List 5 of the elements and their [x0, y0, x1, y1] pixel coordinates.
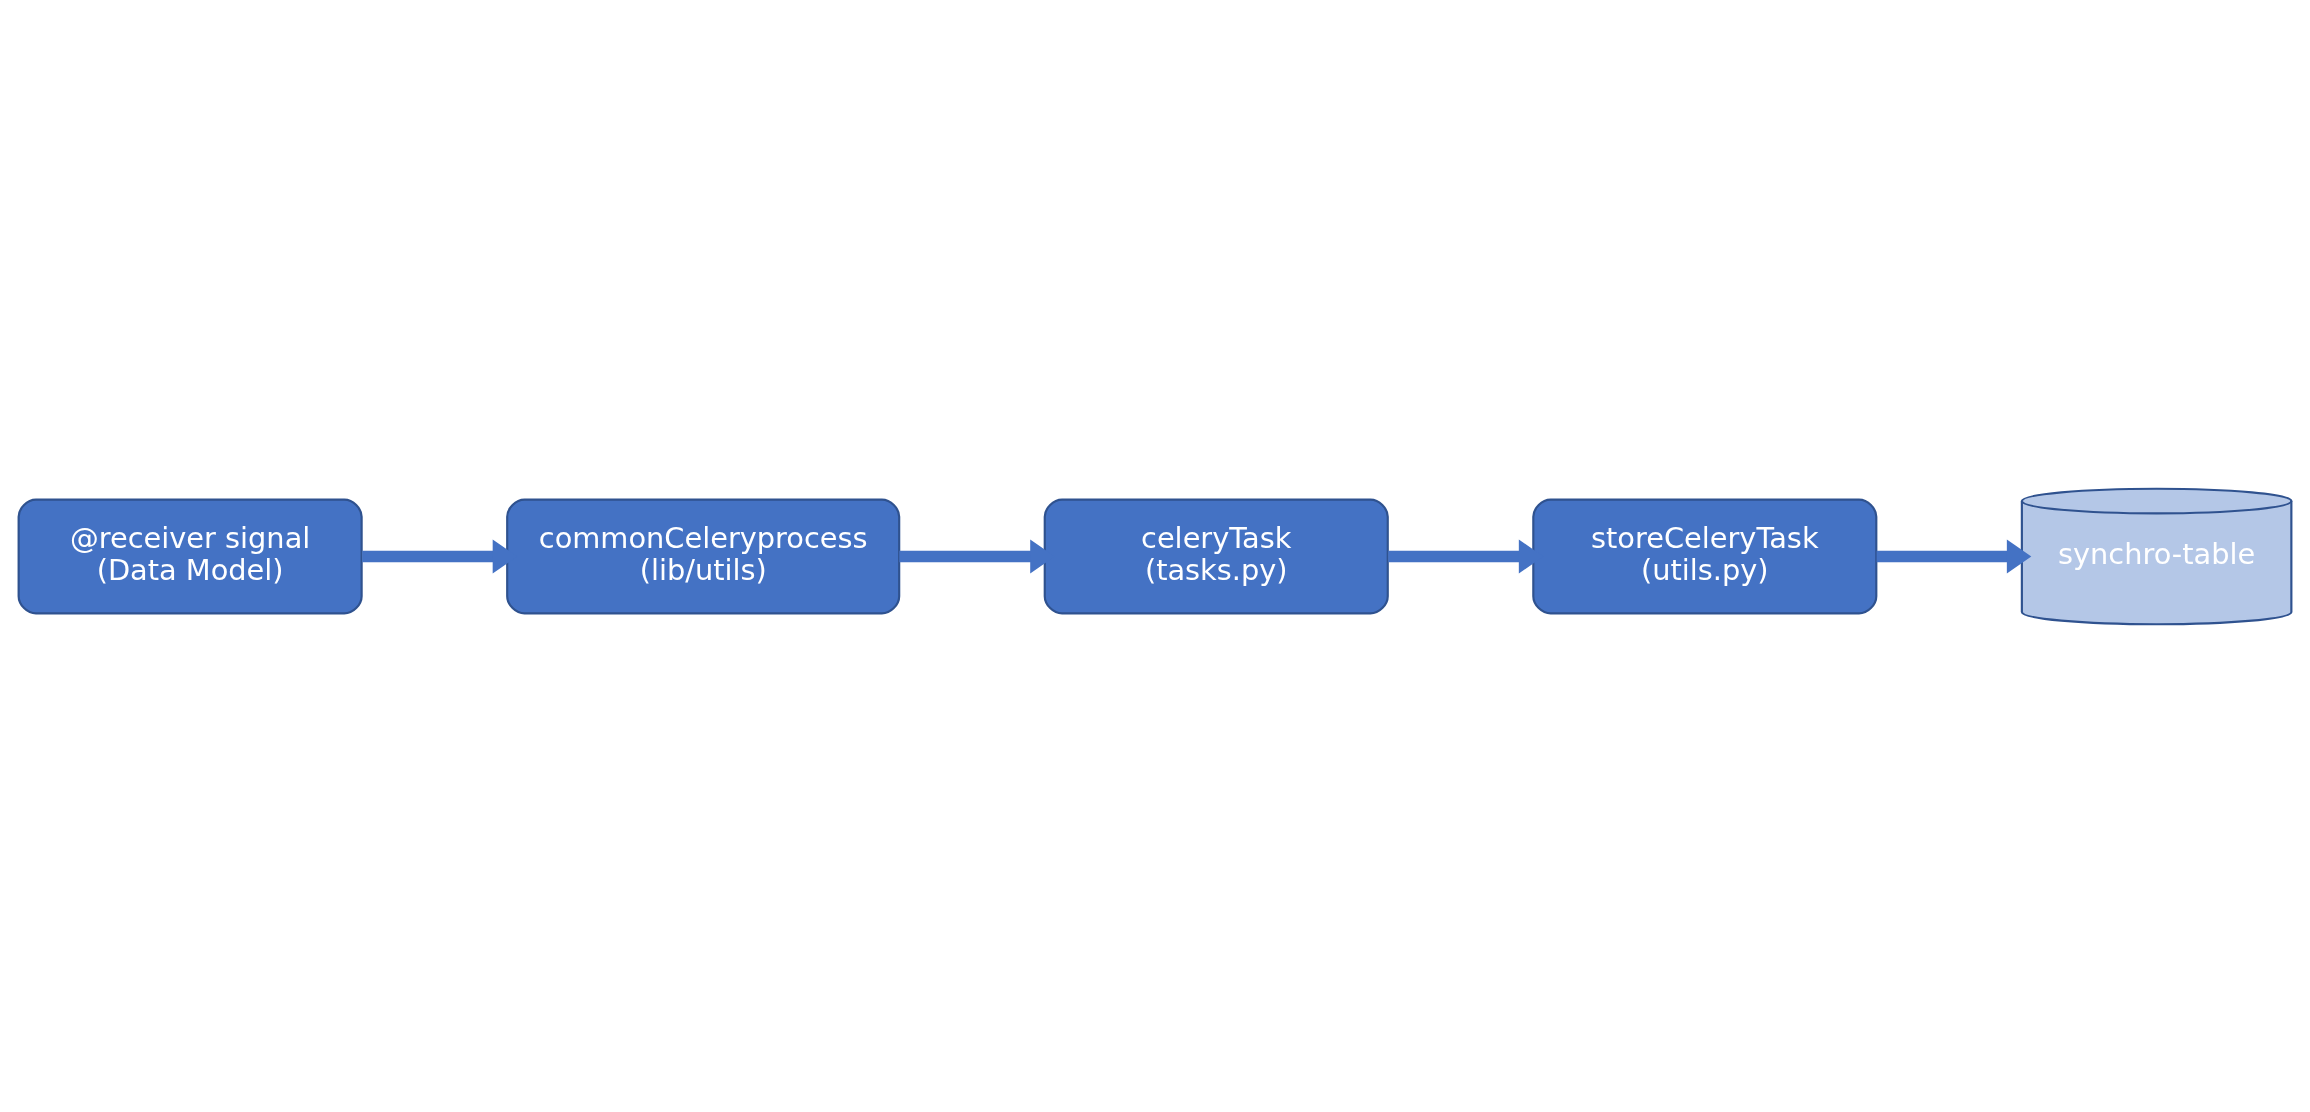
node-box: @receiver signal (Data Model) — [17, 498, 363, 614]
node-box: commonCeleryprocess (lib/utils) — [506, 498, 901, 614]
arrow — [1876, 538, 2032, 574]
node-box: celeryTask (tasks.py) — [1043, 498, 1389, 614]
node-box: storeCeleryTask (utils.py) — [1532, 498, 1878, 614]
